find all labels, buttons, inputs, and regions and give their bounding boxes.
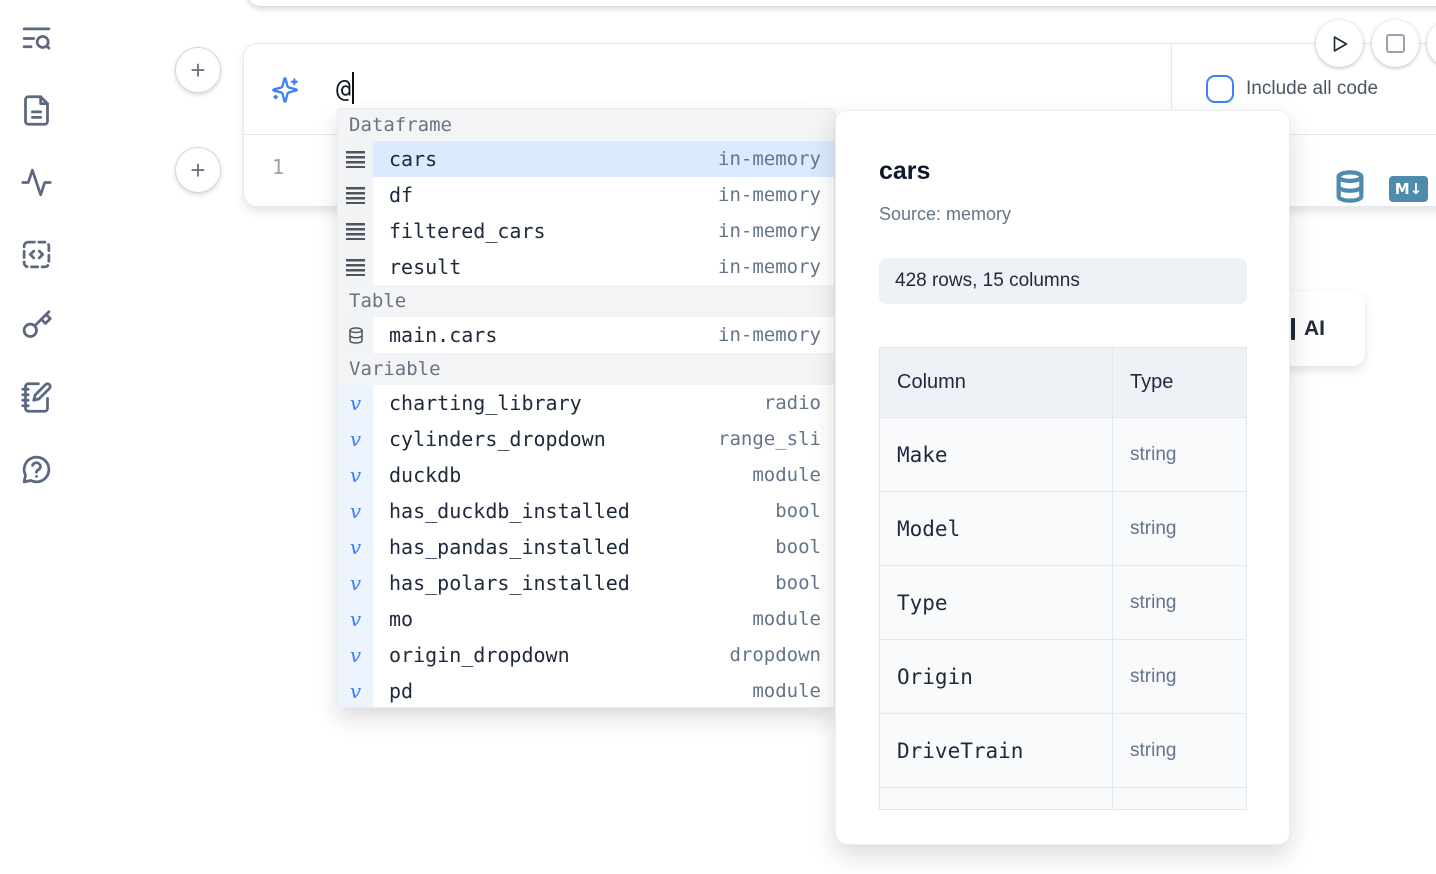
ai-card-label: AI [1304,317,1325,340]
help-circle-icon[interactable] [20,453,53,486]
code-snippet-icon[interactable] [20,238,53,271]
database-icon[interactable] [1333,168,1367,210]
dataframe-icon [338,177,373,213]
add-cell-below-button[interactable]: + [175,147,221,193]
schema-row-clipped [880,788,1246,809]
line-number: 1 [272,155,285,179]
dataframe-preview-panel: cars Source: memory 428 rows, 15 columns… [835,110,1290,845]
schema-table: Column Type Make string Model string Typ… [879,347,1247,810]
ai-sparkles-icon [271,76,299,104]
schema-row-make: Make string [880,418,1246,492]
variable-icon: v [338,385,373,421]
variable-icon: v [338,457,373,493]
add-cell-above-button[interactable]: + [175,47,221,93]
text-cursor [352,72,355,104]
ai-prompt-value: @ [336,73,352,103]
variable-icon: v [338,421,373,457]
section-header-dataframe: Dataframe [338,109,834,141]
schema-row-origin: Origin string [880,640,1246,714]
preview-title: cars [879,157,931,185]
toc-search-icon[interactable] [20,22,53,55]
schema-table-header: Column Type [880,348,1246,418]
variable-icon: v [338,565,373,601]
markdown-icon[interactable]: M↓ [1389,176,1428,202]
schema-row-model: Model string [880,492,1246,566]
dataframe-icon [338,141,373,177]
sidebar [0,0,72,874]
preview-source: Source: memory [879,204,1012,224]
table-database-icon [338,317,373,353]
stop-icon [1386,34,1405,53]
run-cell-button[interactable] [1316,20,1363,67]
section-header-variable: Variable [338,353,834,385]
file-text-icon[interactable] [20,94,53,127]
variable-icon: v [338,529,373,565]
more-run-button[interactable] [1427,20,1436,67]
variable-icon: v [338,637,373,673]
notebook-pen-icon[interactable] [20,381,53,414]
variable-icon: v [338,493,373,529]
cell-column-divider [1171,44,1172,134]
section-header-table: Table [338,285,834,317]
clipped-letter [1291,318,1295,340]
variable-icon: v [338,673,373,707]
include-all-code-label: Include all code [1246,78,1379,99]
column-header: Column [880,348,1113,417]
ai-prompt-input[interactable]: @ [336,72,355,104]
activity-icon[interactable] [20,166,53,199]
variable-icon: v [338,601,373,637]
key-icon[interactable] [20,309,53,342]
previous-cell-bottom [247,0,1436,6]
dataframe-icon [338,213,373,249]
include-all-code-checkbox[interactable] [1206,75,1234,103]
preview-shape-badge: 428 rows, 15 columns [879,258,1247,304]
schema-row-type: Type string [880,566,1246,640]
schema-row-drivetrain: DriveTrain string [880,714,1246,788]
stop-cell-button[interactable] [1372,20,1419,67]
dataframe-icon [338,249,373,285]
type-header: Type [1130,371,1174,393]
play-icon [1333,35,1347,52]
